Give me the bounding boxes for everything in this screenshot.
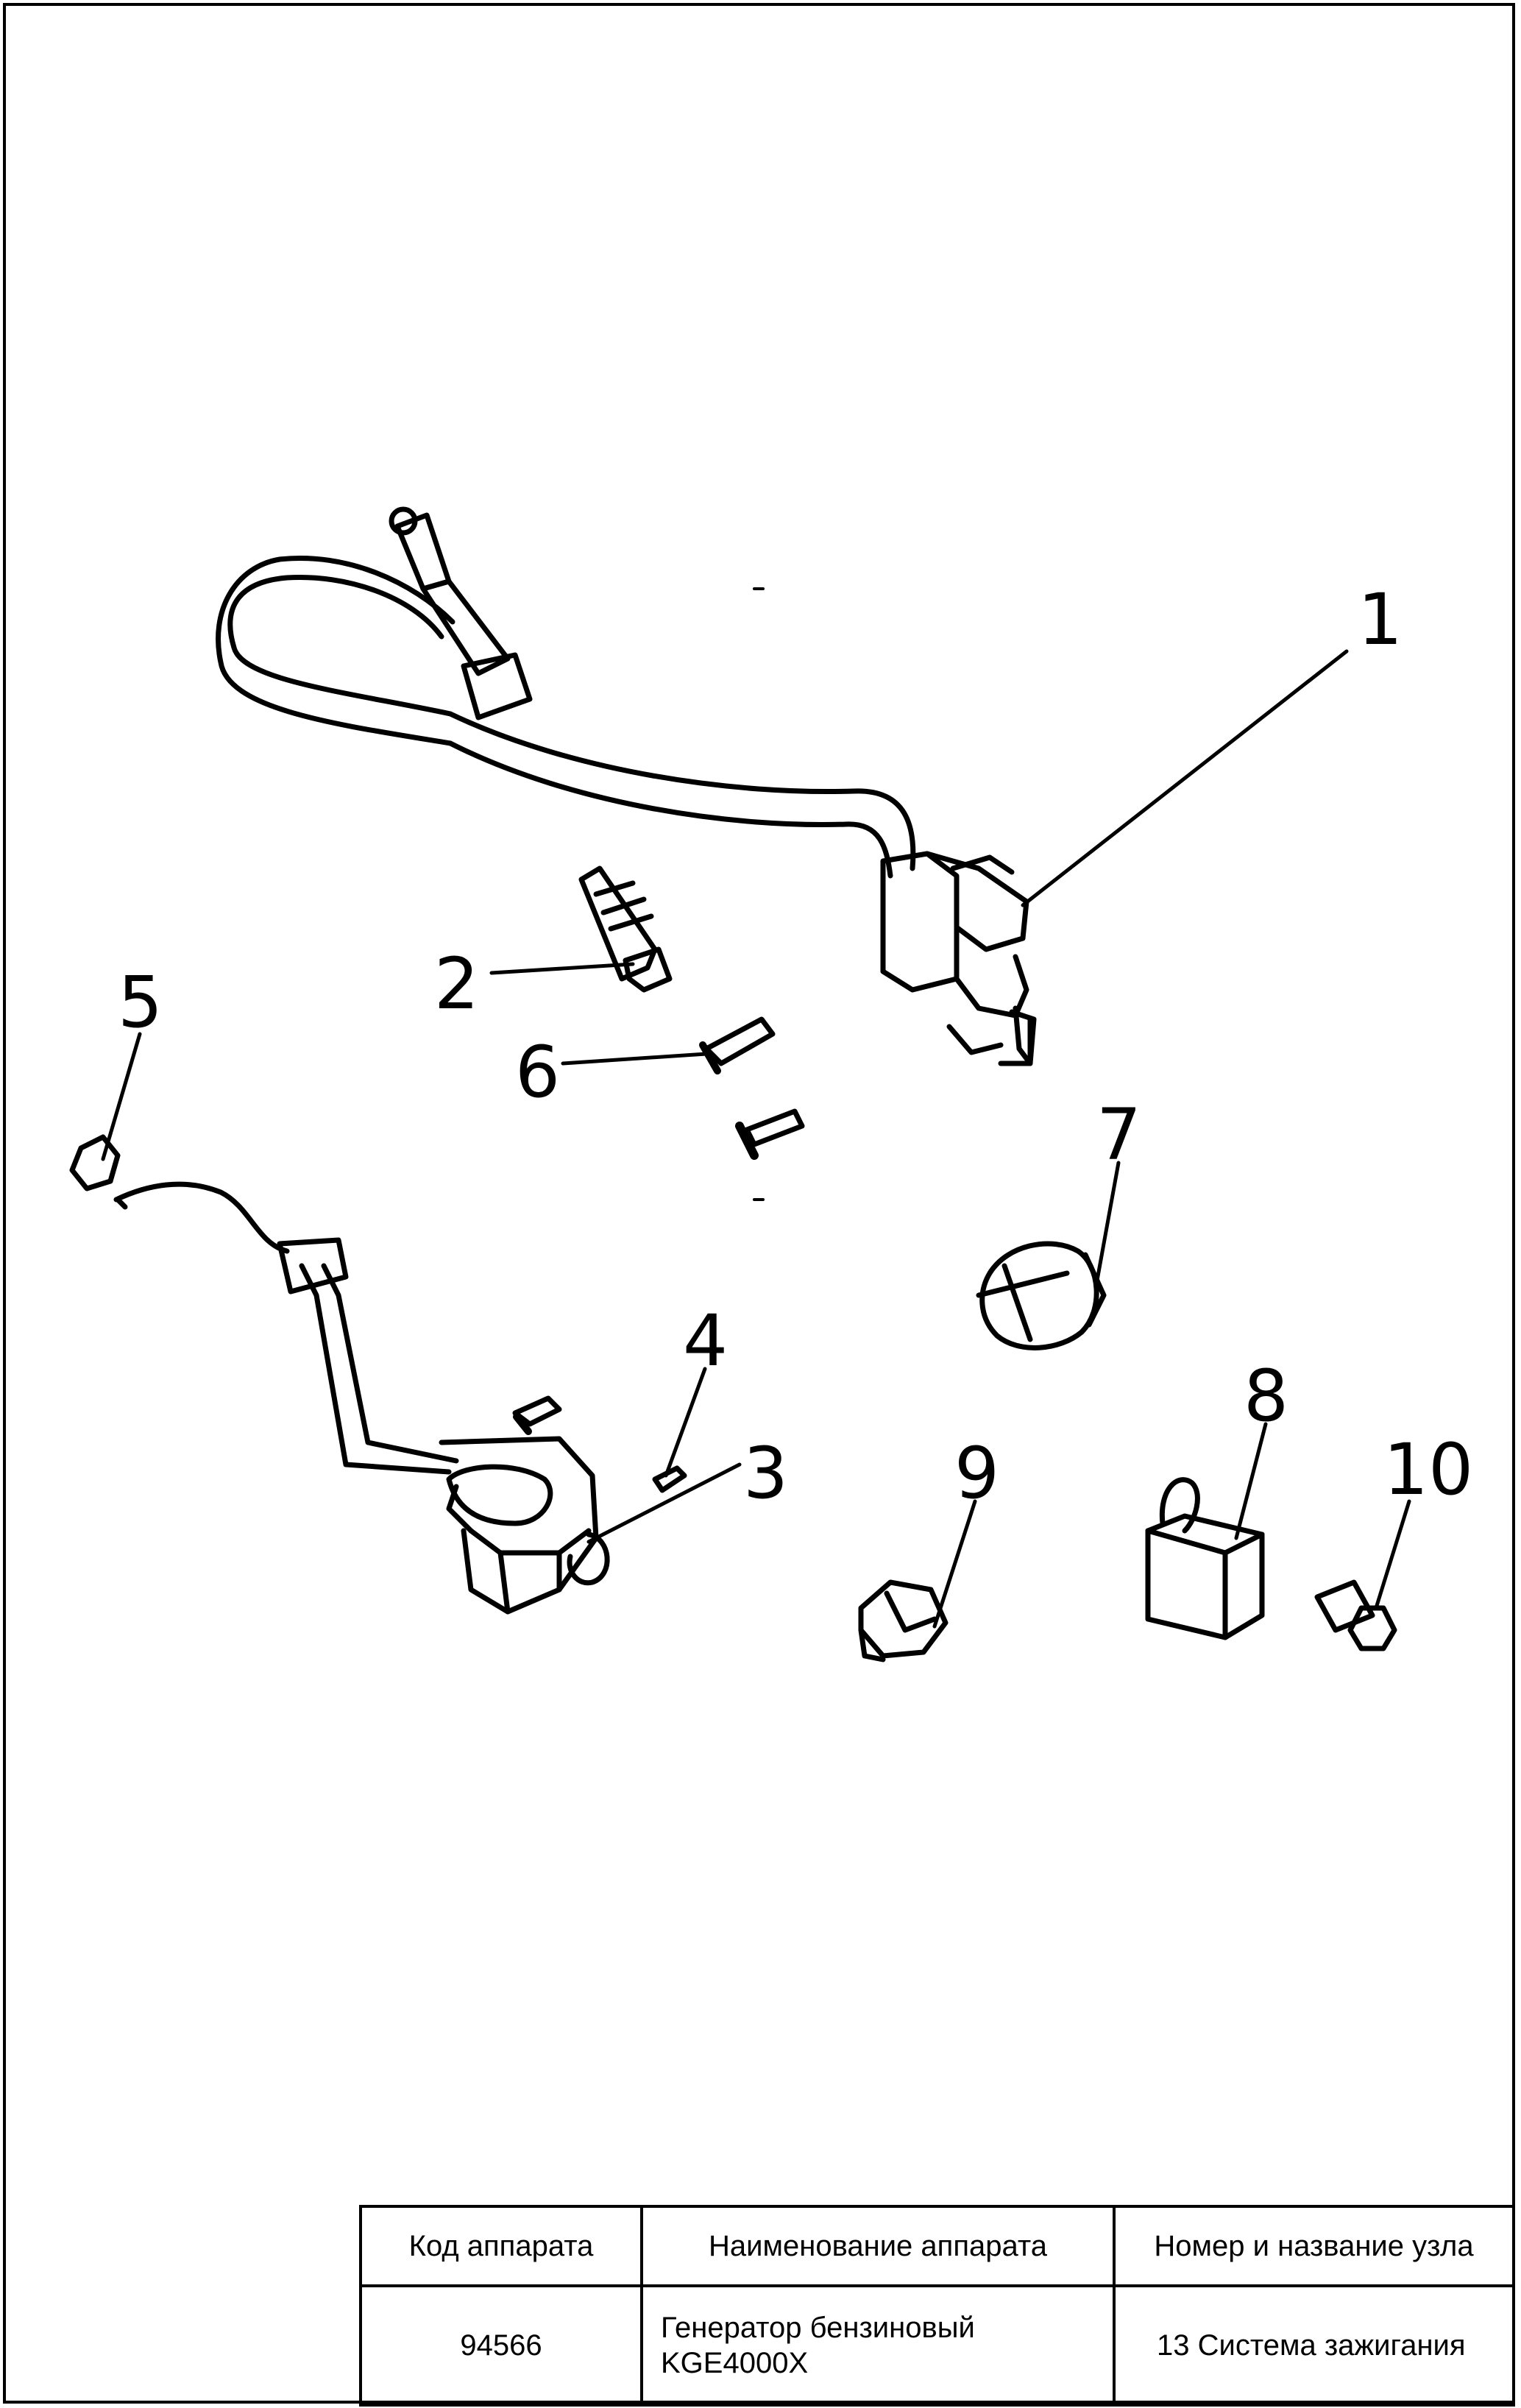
callout-6: 6 [515, 1031, 560, 1113]
leader-1 [1021, 649, 1349, 907]
callout-5: 5 [118, 961, 163, 1044]
leader-3 [586, 1462, 742, 1544]
device-name-line-1: Генератор бензиновый [661, 2312, 975, 2344]
spark-plug-part-2 [578, 865, 673, 993]
title-block-value-row: 94566 Генератор бензиновый KGE4000X 13 С… [359, 2284, 1515, 2407]
callout-7: 7 [1096, 1094, 1141, 1176]
callout-10: 10 [1383, 1428, 1473, 1511]
bracket-part-9 [858, 1579, 949, 1662]
callout-2: 2 [434, 943, 479, 1025]
leader-10 [1374, 1499, 1411, 1610]
ignition-module-part-3 [69, 1134, 687, 1615]
callout-8: 8 [1244, 1355, 1288, 1437]
block-part-8 [1145, 1477, 1265, 1640]
leader-5 [101, 1032, 142, 1161]
callout-9: 9 [954, 1432, 999, 1515]
leader-6 [561, 1052, 709, 1066]
leader-2 [489, 962, 635, 975]
leader-7 [1094, 1161, 1121, 1286]
device-code: 94566 [359, 2284, 643, 2407]
title-block: Код аппарата Наименование аппарата Номер… [359, 2205, 1515, 2407]
leader-8 [1234, 1422, 1268, 1540]
ignition-coil-part-1 [216, 506, 1037, 1066]
header-device-code: Код аппарата [359, 2205, 643, 2287]
device-name: Генератор бензиновый KGE4000X [640, 2284, 1116, 2407]
leader-lines [101, 649, 1411, 1629]
header-node: Номер и название узла [1113, 2205, 1515, 2287]
clip-part-7 [976, 1241, 1107, 1350]
screw-part-6 [699, 1016, 805, 1160]
callout-3: 3 [743, 1432, 788, 1515]
title-block-header-row: Код аппарата Наименование аппарата Номер… [359, 2205, 1515, 2287]
callout-1: 1 [1358, 578, 1403, 661]
leader-9 [932, 1499, 977, 1629]
callout-4: 4 [683, 1300, 728, 1382]
leader-4 [664, 1367, 707, 1478]
bolt-part-10 [1314, 1579, 1397, 1651]
device-name-line-2: KGE4000X [661, 2347, 809, 2379]
node-name: 13 Система зажигания [1113, 2284, 1515, 2407]
header-device-name: Наименование аппарата [640, 2205, 1116, 2287]
